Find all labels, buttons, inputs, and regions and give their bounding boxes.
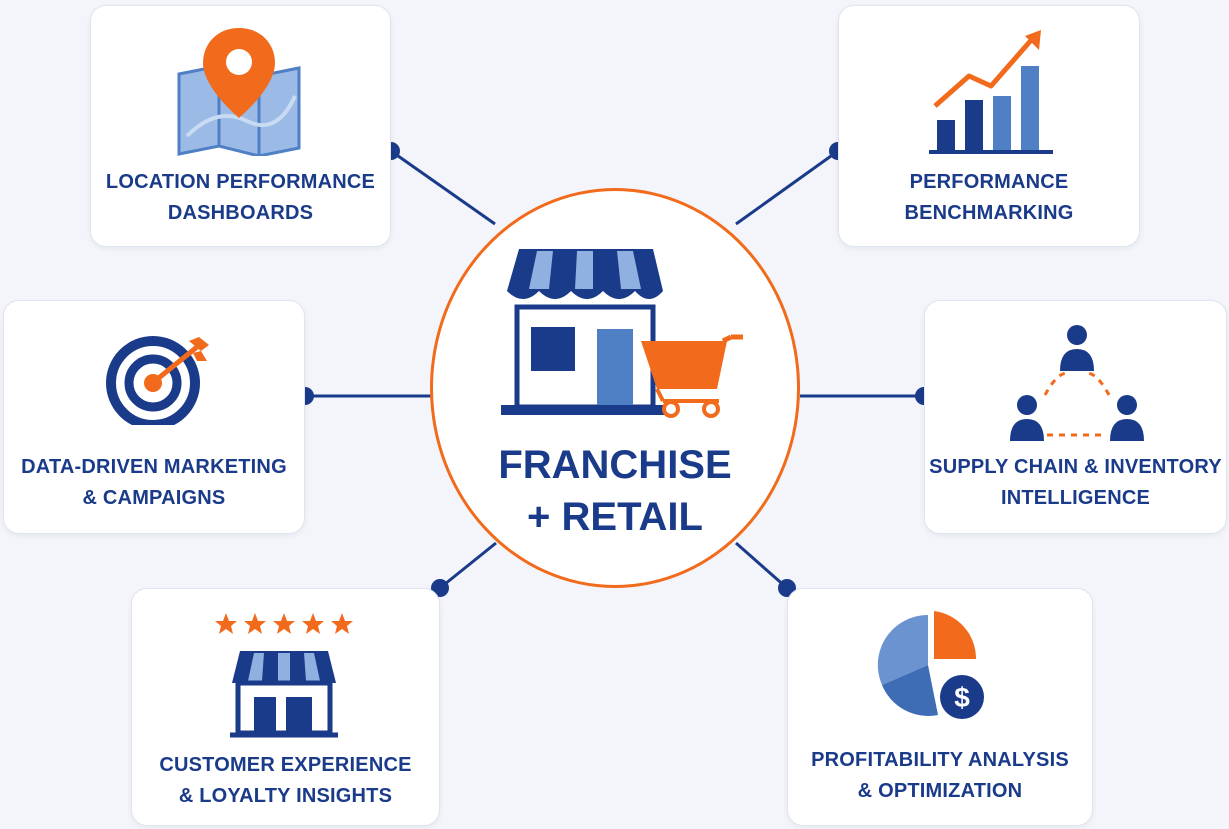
center-title: FRANCHISE + RETAIL: [498, 443, 732, 539]
card-label: DATA-DRIVEN MARKETING & CAMPAIGNS: [21, 456, 287, 509]
card-label: CUSTOMER EXPERIENCE & LOYALTY INSIGHTS: [159, 754, 412, 807]
connector-customer: [439, 541, 497, 590]
pie-chart-dollar-icon: $: [876, 609, 996, 734]
card-label: SUPPLY CHAIN & INVENTORY INTELLIGENCE: [929, 456, 1222, 509]
card-performance-benchmarking: PERFORMANCE BENCHMARKING: [838, 5, 1140, 247]
connector-profit: [735, 541, 788, 590]
store-five-stars-icon: [214, 611, 354, 744]
connector-benchmarking: [735, 149, 839, 226]
target-icon: [101, 333, 213, 430]
card-data-driven-marketing: DATA-DRIVEN MARKETING & CAMPAIGNS: [3, 300, 305, 534]
center-hub: FRANCHISE + RETAIL: [430, 188, 800, 588]
card-location-performance: LOCATION PERFORMANCE DASHBOARDS: [90, 5, 391, 247]
card-profitability-analysis: $ PROFITABILITY ANALYSIS & OPTIMIZATION: [787, 588, 1093, 826]
svg-text:$: $: [954, 682, 970, 713]
card-supply-chain: SUPPLY CHAIN & INVENTORY INTELLIGENCE: [924, 300, 1227, 534]
storefront-with-cart-icon: [499, 241, 749, 426]
card-label: PERFORMANCE BENCHMARKING: [904, 171, 1074, 224]
bar-chart-growth-icon: [927, 28, 1057, 161]
card-customer-experience: CUSTOMER EXPERIENCE & LOYALTY INSIGHTS: [131, 588, 440, 826]
network-people-icon: [1005, 323, 1149, 450]
connector-location: [390, 149, 496, 226]
card-label: LOCATION PERFORMANCE DASHBOARDS: [105, 171, 376, 224]
card-label: PROFITABILITY ANALYSIS & OPTIMIZATION: [811, 749, 1069, 802]
map-pin-icon: [177, 26, 301, 161]
